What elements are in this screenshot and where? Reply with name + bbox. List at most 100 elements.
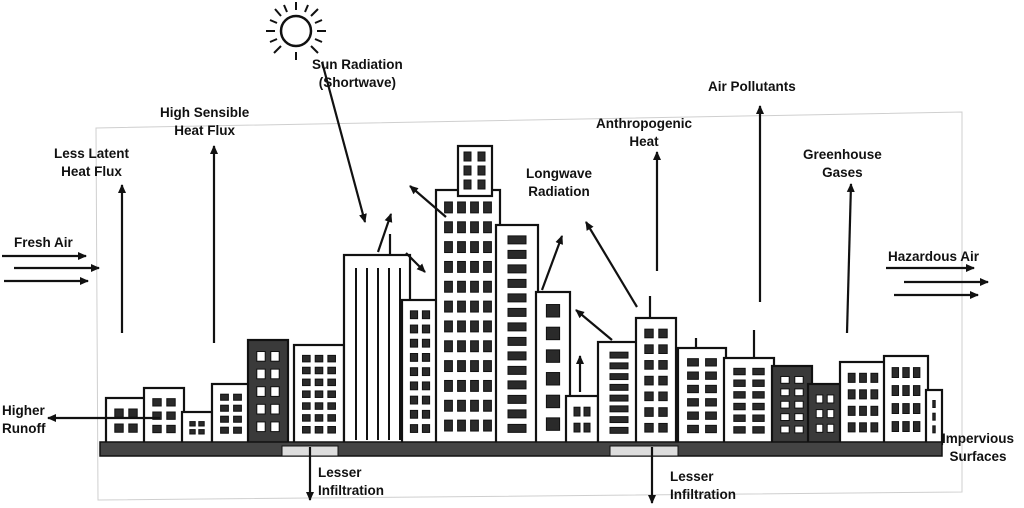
building-17-window [794, 375, 804, 384]
building-9-window [483, 241, 492, 254]
building-15-window [705, 358, 717, 367]
lesser-infiltration-1-line-2: Infiltration [318, 483, 384, 498]
sun-radiation-label: Sun Radiation (Shortwave) [312, 56, 403, 92]
building-9-window [457, 379, 466, 392]
building-9-window [470, 201, 479, 214]
building-16 [722, 356, 776, 446]
building-20-window [902, 385, 910, 397]
building-20-window [891, 385, 900, 397]
reflect-arrow-2 [405, 252, 426, 273]
building-4-window [220, 404, 229, 412]
building-20-window [912, 385, 921, 397]
building-14-window [658, 407, 668, 417]
building-9-top-window [477, 165, 486, 176]
building-14-window [644, 407, 654, 417]
building-16-window [733, 379, 746, 387]
building-9-top [456, 144, 494, 198]
building-17-window [794, 413, 804, 421]
building-12-window [573, 422, 581, 433]
building-10-window [507, 278, 527, 288]
building-21-window [932, 400, 936, 408]
building-4-window [233, 426, 242, 434]
building-6-window [302, 366, 311, 375]
building-14-window [658, 375, 668, 386]
building-3-window [198, 421, 205, 427]
impervious-label: Impervious Surfaces [942, 430, 1014, 466]
greenhouse-line-1: Greenhouse [803, 147, 882, 162]
building-9-window [457, 399, 466, 412]
building-21-window [932, 412, 936, 421]
building-6-window [327, 414, 336, 422]
building-5-window [256, 403, 266, 415]
longwave-arrow-2 [575, 309, 613, 341]
building-21-window [932, 425, 936, 434]
building-9-window [483, 379, 492, 392]
flux-arrows [2, 61, 989, 504]
building-1-window [128, 423, 138, 433]
building-18-window [815, 409, 824, 419]
building-5-window [270, 368, 280, 380]
building-9-window [444, 340, 453, 353]
building-4-window [220, 426, 229, 434]
building-9-window [444, 360, 453, 373]
building-19-window [870, 405, 879, 416]
building-12-window [583, 422, 591, 433]
building-9-window [444, 260, 453, 273]
building-19-window [847, 372, 856, 383]
building-13-window [609, 383, 629, 391]
building-9-window [457, 300, 466, 313]
anthropogenic-line-1: Anthropogenic [596, 116, 692, 131]
building-9-top-window [477, 179, 486, 190]
building-17-window [794, 425, 804, 434]
building-4-window [233, 404, 242, 412]
building-14-window [644, 375, 654, 386]
building-15-window [705, 384, 717, 394]
building-14-window [644, 344, 654, 355]
anthropogenic-line-2: Heat [629, 134, 659, 149]
building-2-window [152, 411, 162, 420]
building-14-window [644, 391, 654, 402]
building-10-window [507, 365, 527, 375]
building-14-window [644, 360, 654, 370]
building-17-window [794, 400, 804, 409]
building-17-window [780, 400, 790, 409]
higher-runoff-label: Higher Runoff [2, 402, 45, 438]
building-16-window [752, 426, 765, 434]
building-13-window [609, 362, 629, 370]
building-11-window [545, 372, 561, 386]
ground-gap-2 [609, 445, 679, 457]
building-15-window [687, 384, 699, 394]
building-1-window [114, 423, 124, 433]
building-6-window [314, 414, 324, 422]
building-8-window [421, 324, 431, 334]
building-9-window [470, 221, 479, 234]
building-19-window [859, 372, 867, 383]
lesser-infiltration-2-label: Lesser Infiltration [670, 468, 736, 504]
building-20-window [891, 367, 900, 379]
building-17-window [780, 388, 790, 397]
building-14-window [644, 422, 654, 433]
building-18-window [815, 423, 824, 433]
building-3 [180, 410, 214, 446]
building-6-window [327, 378, 336, 387]
building-20-window [912, 421, 921, 433]
building-9-window [457, 360, 466, 373]
building-14-window [658, 422, 668, 433]
longwave-line-2: Radiation [528, 184, 590, 199]
building-9-window [457, 419, 466, 432]
building-16-window [733, 367, 746, 376]
building-14-window [658, 391, 668, 402]
building-9-window [444, 419, 453, 432]
building-5-window [270, 351, 280, 362]
sun-radiation-line-1: Sun Radiation [312, 57, 403, 72]
building-19-window [847, 405, 856, 416]
building-16-window [733, 391, 746, 399]
building-9-window [470, 340, 479, 353]
building-9-window [483, 260, 492, 273]
building-10 [494, 223, 540, 446]
less-latent-label: Less Latent Heat Flux [54, 145, 129, 181]
building-9-window [457, 241, 466, 254]
building-5-window [270, 386, 280, 397]
building-12-window [573, 406, 581, 417]
